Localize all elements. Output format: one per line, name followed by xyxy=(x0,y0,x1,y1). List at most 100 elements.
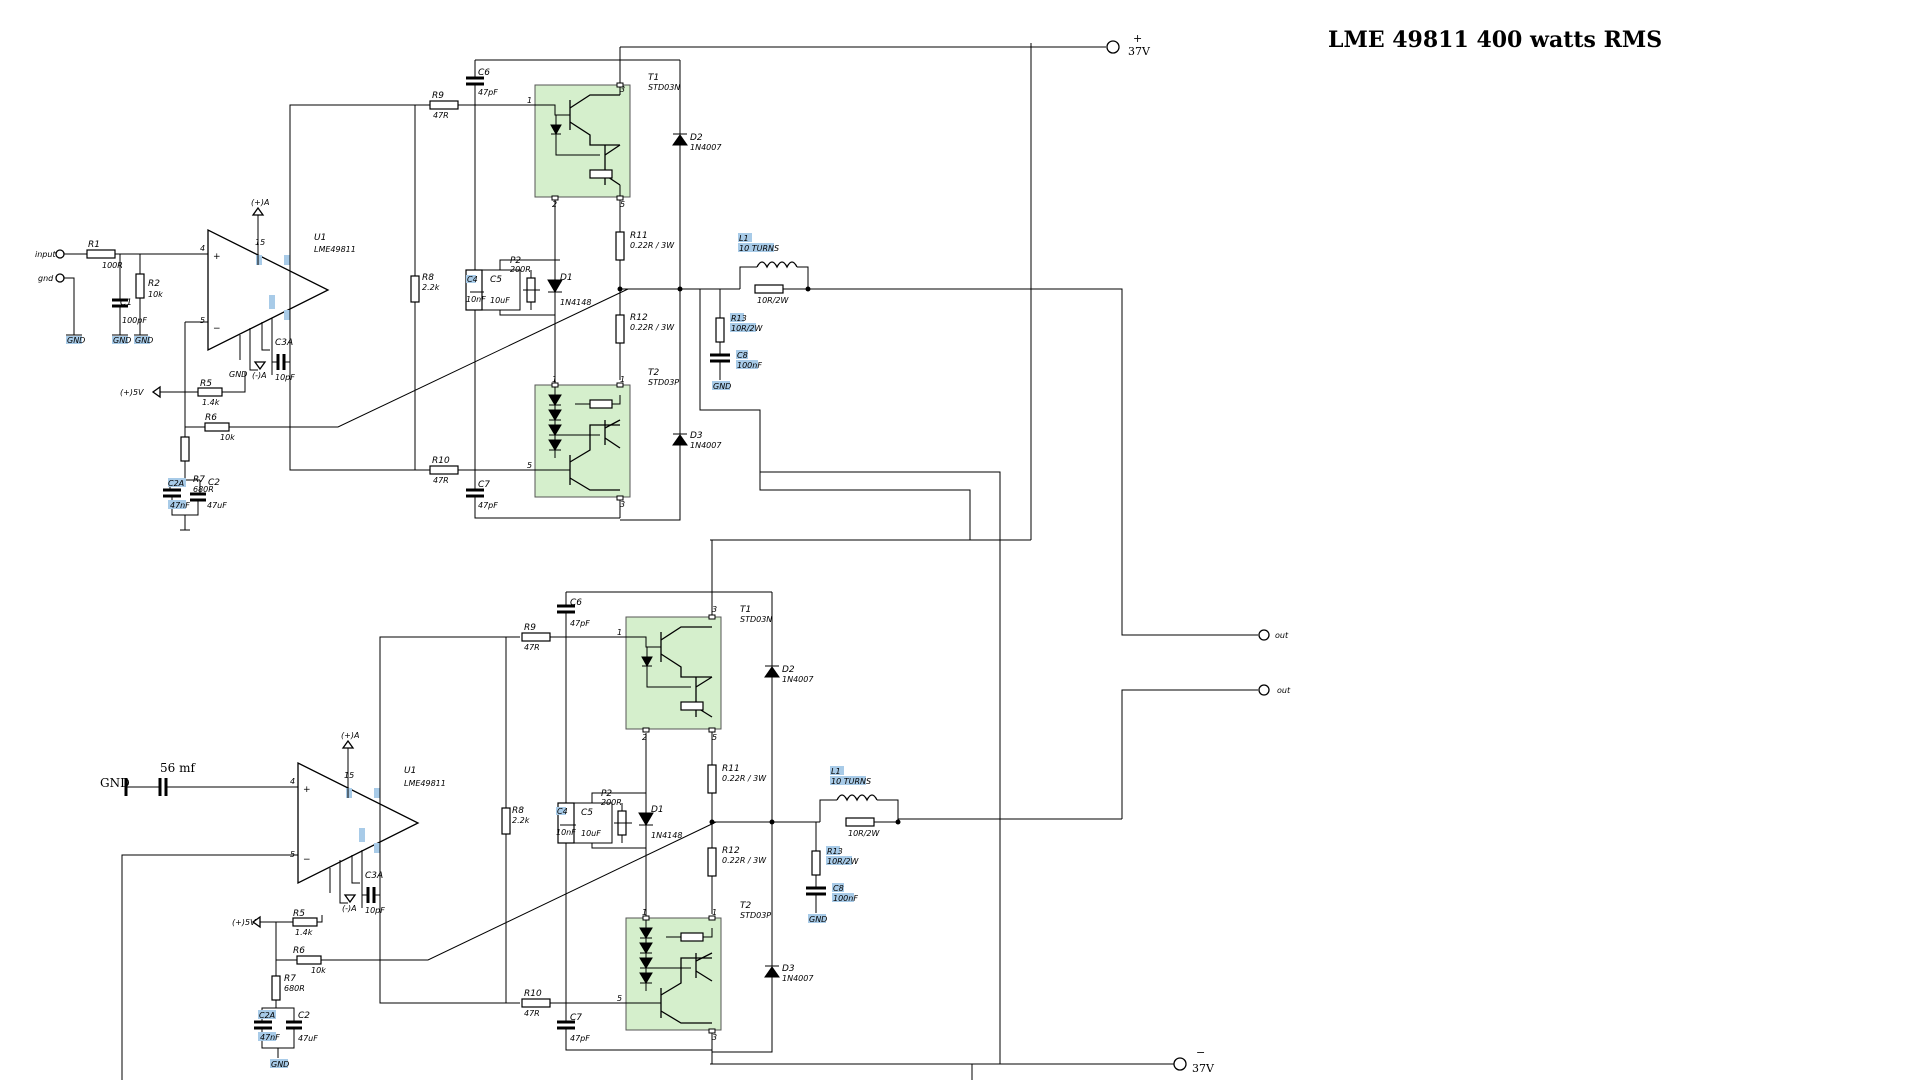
ch2-d2-value: 1N4007 xyxy=(782,675,814,684)
c7-name: C7 xyxy=(478,480,490,490)
ch2-r10-resistor xyxy=(521,998,551,1008)
d3-name: D3 xyxy=(690,431,703,441)
ch2-t2-name: T2 xyxy=(740,901,751,911)
svg-text:GND: GND xyxy=(271,1060,289,1069)
ch2-c2a-value: 47nF xyxy=(260,1033,280,1042)
c5-name: C5 xyxy=(490,275,502,285)
c2-name: C2 xyxy=(208,478,220,488)
l1-resistor-value: 10R/2W xyxy=(757,296,790,305)
svg-text:GND: GND xyxy=(113,336,131,345)
r9-resistor xyxy=(429,100,459,110)
svg-text:−: − xyxy=(213,324,221,334)
p2-value: 200R xyxy=(510,265,531,274)
svg-text:4: 4 xyxy=(290,777,295,786)
t2-name: T2 xyxy=(648,368,659,378)
ch2-r7-name: R7 xyxy=(284,974,296,984)
l1-name: L1 xyxy=(739,234,749,243)
ch2-d1-name: D1 xyxy=(651,805,664,815)
r5-name: R5 xyxy=(200,379,212,389)
c1-name: C1 xyxy=(120,298,132,308)
c6-value: 47pF xyxy=(478,88,498,97)
svg-text:1: 1 xyxy=(712,908,717,917)
svg-text:GND: GND xyxy=(135,336,153,345)
c8-value: 100nF xyxy=(737,361,762,370)
svg-text:3: 3 xyxy=(620,500,625,509)
d2-diode xyxy=(672,134,688,146)
input-label: input xyxy=(35,250,56,259)
neg-a-label: (-)A xyxy=(252,371,267,380)
r11-value: 0.22R / 3W xyxy=(630,241,675,250)
ch2-r7-value: 680R xyxy=(284,984,305,993)
d1-name: D1 xyxy=(560,273,573,283)
c3a-value: 10pF xyxy=(275,373,295,382)
l1-parallel-resistor xyxy=(754,284,784,294)
svg-text:4: 4 xyxy=(200,244,205,253)
gnd-symbols: GND GND GND xyxy=(66,334,153,345)
out1-terminal[interactable] xyxy=(1258,629,1270,641)
ch2-r8-name: R8 xyxy=(512,806,524,816)
svg-text:5: 5 xyxy=(527,461,532,470)
svg-text:1: 1 xyxy=(552,375,557,384)
ch2-r13-name: R13 xyxy=(827,847,843,856)
input-terminal[interactable] xyxy=(55,249,65,259)
ch2-r7-resistor xyxy=(271,975,281,1001)
d3-value: 1N4007 xyxy=(690,441,722,450)
ch2-p2-name: P2 xyxy=(601,789,612,799)
ch2-c2-name: C2 xyxy=(298,1011,310,1021)
ch2-c6-name: C6 xyxy=(570,598,582,608)
ch2-d2-name: D2 xyxy=(782,665,795,675)
out1-label: out xyxy=(1275,631,1289,640)
ch2-c2-value: 47uF xyxy=(298,1034,318,1043)
ch2-c7-value: 47pF xyxy=(570,1034,590,1043)
c4-value: 10nF xyxy=(466,295,486,304)
ch2-r5-resistor xyxy=(292,917,318,927)
ch2-r11-name: R11 xyxy=(722,764,740,774)
gnd-terminal[interactable] xyxy=(55,273,65,283)
ch2-u1-name: U1 xyxy=(404,766,416,776)
pos-a-label: (+)A xyxy=(251,198,269,207)
r5-resistor xyxy=(197,387,223,397)
ch2-input-cap-label: 56 mf xyxy=(160,761,196,775)
gnd-input-label: gnd xyxy=(38,274,54,283)
t1-name: T1 xyxy=(648,73,659,83)
ch2-c3a-value: 10pF xyxy=(365,906,385,915)
ch2-d1-value: 1N4148 xyxy=(651,831,682,840)
ch2-r6-resistor xyxy=(296,955,322,965)
r9-value: 47R xyxy=(433,111,449,120)
ch2-d3-name: D3 xyxy=(782,964,795,974)
r13-resistor xyxy=(715,317,725,343)
ch2-gnd-label: GND xyxy=(100,776,130,790)
ch2-r6-value: 10k xyxy=(311,966,326,975)
ch2-p2-value: 200R xyxy=(601,798,622,807)
ch2-u1-opamp xyxy=(297,761,420,885)
ch2-r11-resistor xyxy=(707,764,717,794)
svg-text:5: 5 xyxy=(200,316,205,325)
svg-text:GND: GND xyxy=(67,336,85,345)
ch2-d1-diode xyxy=(638,812,654,826)
r10-resistor xyxy=(429,465,459,475)
svg-text:1: 1 xyxy=(620,375,625,384)
pos-supply-terminal[interactable] xyxy=(1106,40,1120,54)
ch2-l1-value: 10 TURNS xyxy=(831,777,871,786)
p2-name: P2 xyxy=(510,256,521,266)
svg-text:GND: GND xyxy=(809,915,827,924)
r12-resistor xyxy=(615,314,625,344)
svg-text:15: 15 xyxy=(255,238,265,247)
ch2-l1-parallel-resistor xyxy=(845,817,875,827)
r12-name: R12 xyxy=(630,313,648,323)
ch2-c6-value: 47pF xyxy=(570,619,590,628)
out2-terminal[interactable] xyxy=(1258,684,1270,696)
r13-value: 10R/2W xyxy=(731,324,764,333)
svg-text:GND: GND xyxy=(713,382,731,391)
output-terminals: out out xyxy=(838,288,1291,820)
ch2-r12-value: 0.22R / 3W xyxy=(722,856,767,865)
c4-name: C4 xyxy=(467,275,478,284)
r8-name: R8 xyxy=(422,273,434,283)
ch2-r6-name: R6 xyxy=(293,946,305,956)
ch2-r10-name: R10 xyxy=(524,989,542,999)
svg-text:15: 15 xyxy=(344,771,354,780)
c5-value: 10uF xyxy=(490,296,510,305)
neg-supply-terminal[interactable] xyxy=(1173,1057,1187,1071)
r1-resistor xyxy=(86,249,116,259)
